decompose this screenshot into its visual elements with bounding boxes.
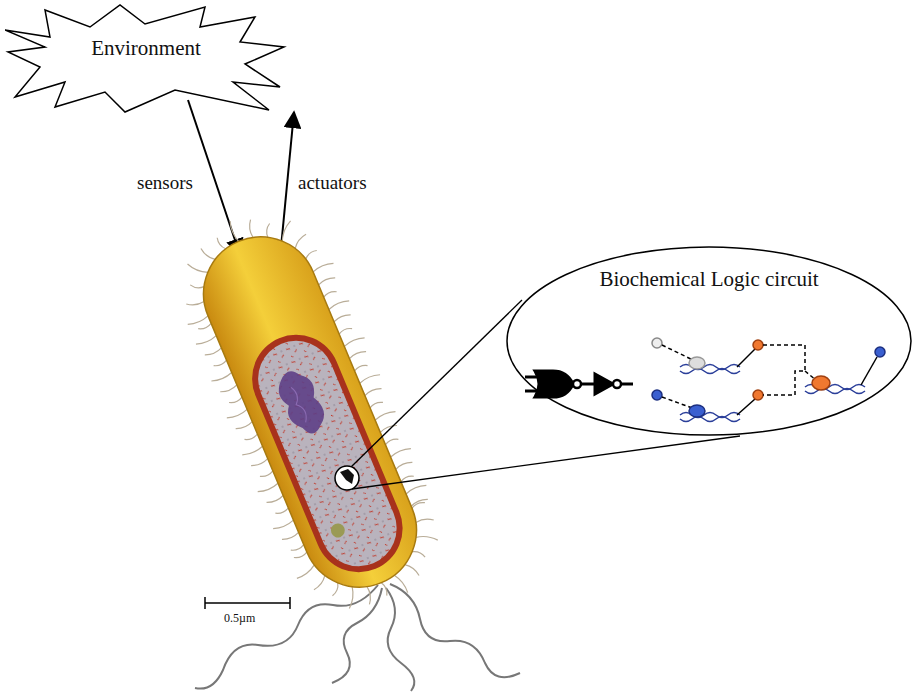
actuators-label: actuators bbox=[298, 172, 367, 194]
scale-bar-label: 0.5µm bbox=[224, 611, 255, 626]
gene-network-icons bbox=[652, 338, 885, 422]
environment-burst: Environment bbox=[5, 2, 287, 114]
node-title: Environment bbox=[5, 36, 287, 61]
magnify-spot bbox=[335, 466, 359, 490]
nor-gate-symbol bbox=[525, 371, 633, 397]
flagella bbox=[195, 584, 520, 691]
magnify-spot-content bbox=[340, 469, 354, 484]
sensor-arrow bbox=[188, 100, 240, 255]
actuator-arrow bbox=[280, 112, 294, 258]
sensors-label: sensors bbox=[137, 172, 193, 194]
logic-circuit-callout: Biochemical Logic circuit bbox=[505, 245, 913, 437]
leader-line bbox=[350, 300, 522, 468]
bacterium-cell bbox=[157, 191, 461, 631]
scale-bar bbox=[205, 597, 290, 609]
node-title: Biochemical Logic circuit bbox=[505, 267, 913, 292]
leader-line bbox=[352, 436, 740, 489]
